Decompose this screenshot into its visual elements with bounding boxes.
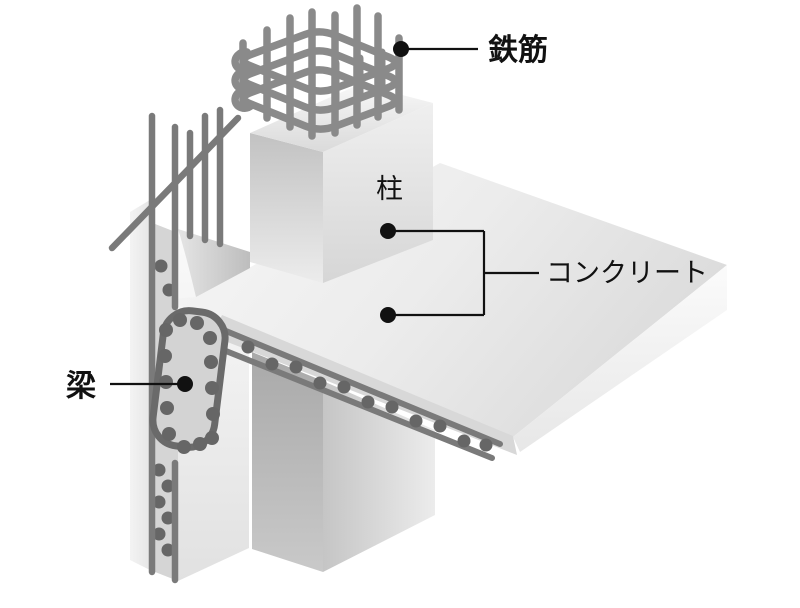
rebar-dot xyxy=(162,427,176,441)
leaders xyxy=(110,41,539,392)
cage-front-bars xyxy=(239,4,403,140)
rebar-dot xyxy=(158,349,172,363)
leader-dot-concrete-bottom xyxy=(380,307,396,323)
rebar-label: 鉄筋 xyxy=(488,33,548,67)
rebar-dot xyxy=(203,331,217,345)
column-right-face xyxy=(323,103,433,283)
rebar-dot xyxy=(190,316,204,330)
slab-bottom-bar xyxy=(213,344,495,461)
column-left-face xyxy=(250,133,323,283)
leader-dot-concrete-top xyxy=(380,223,396,239)
rebar-dot xyxy=(173,313,187,327)
rebar-dot xyxy=(177,440,191,454)
rebar-dot xyxy=(161,479,175,493)
wall-diagonal-bar xyxy=(108,114,242,252)
slab-edge-rebar-dots xyxy=(241,340,493,452)
slab-edge-bars xyxy=(213,328,503,461)
rebar-dot xyxy=(154,259,168,273)
wall-parapet-face xyxy=(178,229,250,297)
wall-top-rebar xyxy=(108,106,242,252)
rebar-dot xyxy=(152,463,166,477)
rebar-dot xyxy=(433,419,447,433)
rebar-dot xyxy=(205,431,219,445)
rebar-dot xyxy=(205,381,219,395)
beam-rebar-dots xyxy=(158,313,220,454)
rebar-dot xyxy=(161,543,175,557)
rebar-dot xyxy=(152,527,166,541)
rebar-dot xyxy=(160,401,174,415)
column-lower-left-face xyxy=(252,352,323,572)
rebar-dot xyxy=(457,434,471,448)
concrete-label: コンクリート xyxy=(546,258,708,288)
rebar-dot xyxy=(241,340,255,354)
rebar-dot xyxy=(479,438,493,452)
slab-cut-edge xyxy=(212,315,517,461)
leader-dot-beam xyxy=(177,376,193,392)
rebar-dot xyxy=(159,323,173,337)
rebar-dot xyxy=(159,375,173,389)
rebar-dot xyxy=(204,355,218,369)
rebar-dot xyxy=(385,400,399,414)
rebar-dot xyxy=(409,414,423,428)
labels: 鉄筋 柱 コンクリート 梁 xyxy=(66,33,708,403)
slab-right-face xyxy=(513,265,727,452)
slab-top-bar xyxy=(223,328,503,447)
rebar-dot xyxy=(193,437,207,451)
beam-label: 梁 xyxy=(66,370,96,403)
rebar-dot xyxy=(206,407,220,421)
rebar-dot xyxy=(361,395,375,409)
rebar-dot xyxy=(313,376,327,390)
slab-top-surface xyxy=(160,163,727,437)
rebar-dot xyxy=(152,495,166,509)
column-label: 柱 xyxy=(376,174,403,204)
wall-vertical-bars xyxy=(148,112,179,584)
column xyxy=(250,84,433,283)
rebar-dot xyxy=(161,511,175,525)
rebar-dot xyxy=(265,357,279,371)
column-lower xyxy=(252,352,435,572)
column-rebar-cage xyxy=(231,4,403,140)
rebar-dot xyxy=(337,380,351,394)
column-lower-right-face xyxy=(323,381,435,572)
rebar-dot xyxy=(289,360,303,374)
column-top-face xyxy=(250,84,433,152)
leader-dot-rebar xyxy=(393,41,409,57)
